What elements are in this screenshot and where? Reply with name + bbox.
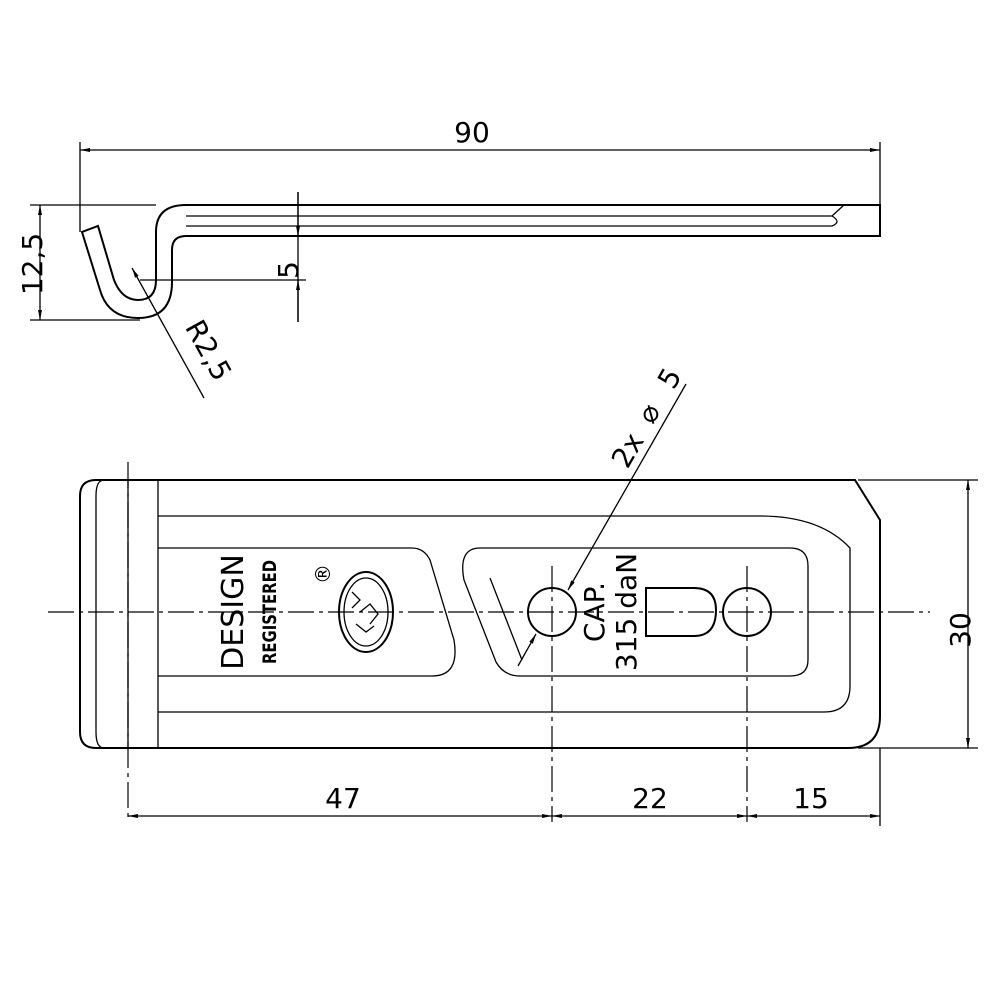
marking-registered: REGISTERED (259, 560, 281, 664)
top-view: DESIGN REGISTERED ® CAP. 315 daN 2x ⌀ 5 … (48, 362, 978, 826)
plate-inner-outline (95, 479, 105, 749)
dim-width: 30 (944, 612, 977, 648)
hole-recess-inner (489, 577, 523, 661)
plate-outline (79, 479, 881, 749)
inner-frame (158, 515, 851, 713)
brand-logo-icon (338, 571, 394, 653)
side-view-outline (80, 204, 881, 320)
leader-bend-radius (131, 267, 205, 399)
dim-hole-spacing: 22 (632, 782, 668, 815)
dim-hole1-offset: 47 (325, 782, 361, 815)
marking-capacity-label: CAP. (578, 582, 611, 642)
marking-design: DESIGN (216, 554, 251, 670)
leader-hole-diameter-tail (517, 633, 537, 667)
dim-height-side: 12,5 (16, 233, 49, 295)
label-recess (158, 547, 456, 677)
dim-hole-spec: 2x (605, 427, 651, 473)
dim-hook-depth: 5 (272, 261, 305, 279)
side-view: 90 12,5 5 R2,5 (16, 116, 881, 399)
leader-hole-diameter (567, 383, 687, 591)
side-view-inner-line (186, 204, 845, 217)
dim-end-distance: 15 (793, 782, 829, 815)
dim-bend-radius: R2,5 (178, 314, 238, 386)
slot (645, 587, 718, 637)
marking-registered-symbol: ® (311, 564, 335, 584)
diameter-icon: ⌀ (630, 398, 667, 429)
hole-recess (462, 547, 809, 677)
marking-capacity-value: 315 daN (610, 553, 643, 671)
side-view-tip-line (186, 215, 838, 227)
dim-overall-length: 90 (454, 116, 490, 149)
